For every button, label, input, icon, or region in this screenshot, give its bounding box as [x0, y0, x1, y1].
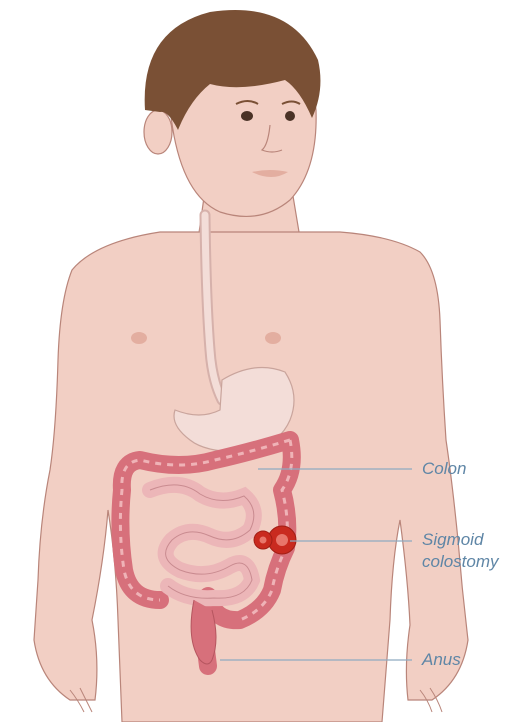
left-nipple	[131, 332, 147, 344]
sigmoid-colostomy-label-line1: Sigmoid	[422, 530, 483, 550]
head	[144, 10, 320, 216]
right-eye	[285, 111, 295, 121]
right-nipple	[265, 332, 281, 344]
torso	[34, 232, 468, 722]
anus-label: Anus	[422, 650, 461, 670]
left-ear	[144, 110, 172, 154]
sigmoid-colostomy-label-line2: colostomy	[422, 552, 499, 572]
left-eye	[241, 111, 253, 121]
colon-label: Colon	[422, 459, 466, 479]
